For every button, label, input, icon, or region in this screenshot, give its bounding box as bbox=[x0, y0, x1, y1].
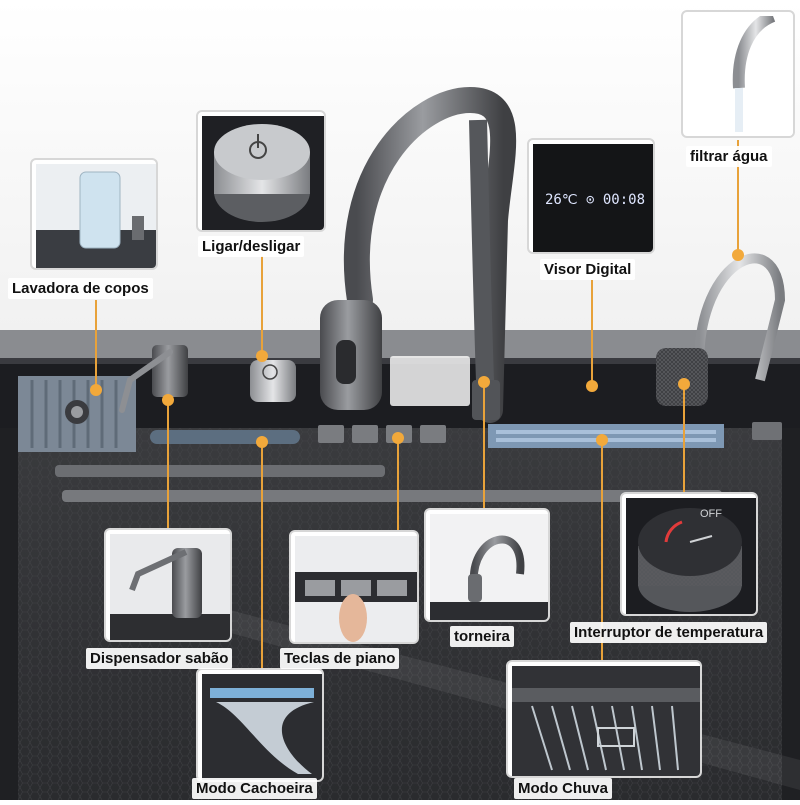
label-faucet: torneira bbox=[450, 626, 514, 647]
label-piano-keys: Teclas de piano bbox=[280, 648, 400, 669]
label-filtered-water: filtrar água bbox=[686, 146, 772, 167]
label-digital-display: Visor Digital bbox=[540, 259, 636, 280]
glass-rinser-image bbox=[36, 164, 156, 268]
temperature-knob-image bbox=[626, 498, 756, 614]
temperature-switch-inset: OFF bbox=[620, 492, 758, 616]
digital-display-inset: 26℃ ⊙ 00:08 bbox=[527, 138, 655, 254]
label-waterfall-mode: Modo Cachoeira bbox=[192, 778, 317, 799]
label-glass-rinser: Lavadora de copos bbox=[8, 278, 153, 299]
faucet-inset bbox=[424, 508, 550, 622]
piano-keys-image bbox=[295, 536, 417, 642]
waterfall-mode-inset bbox=[196, 668, 324, 782]
display-readout: 26℃ ⊙ 00:08 bbox=[544, 192, 645, 208]
waterfall-image bbox=[202, 674, 322, 780]
filter-faucet-inset bbox=[681, 10, 795, 138]
rain-mode-inset bbox=[506, 660, 702, 778]
power-knob-image bbox=[202, 116, 324, 230]
soap-dispenser-image bbox=[110, 534, 230, 640]
label-rain-mode: Modo Chuva bbox=[514, 778, 612, 799]
label-temperature-switch: Interruptor de temperatura bbox=[570, 622, 768, 643]
digital-display-image bbox=[533, 144, 653, 252]
piano-keys-inset bbox=[289, 530, 419, 644]
label-soap-dispenser: Dispensador sabão bbox=[86, 648, 233, 669]
rain-image bbox=[512, 666, 700, 776]
power-button-inset bbox=[196, 110, 326, 232]
soap-dispenser-inset bbox=[104, 528, 232, 642]
glass-rinser-inset bbox=[30, 158, 158, 270]
knob-off-text: OFF bbox=[700, 508, 722, 520]
label-power-button: Ligar/desligar bbox=[198, 236, 305, 257]
filter-spout-image bbox=[687, 16, 793, 136]
faucet-image bbox=[430, 514, 548, 620]
